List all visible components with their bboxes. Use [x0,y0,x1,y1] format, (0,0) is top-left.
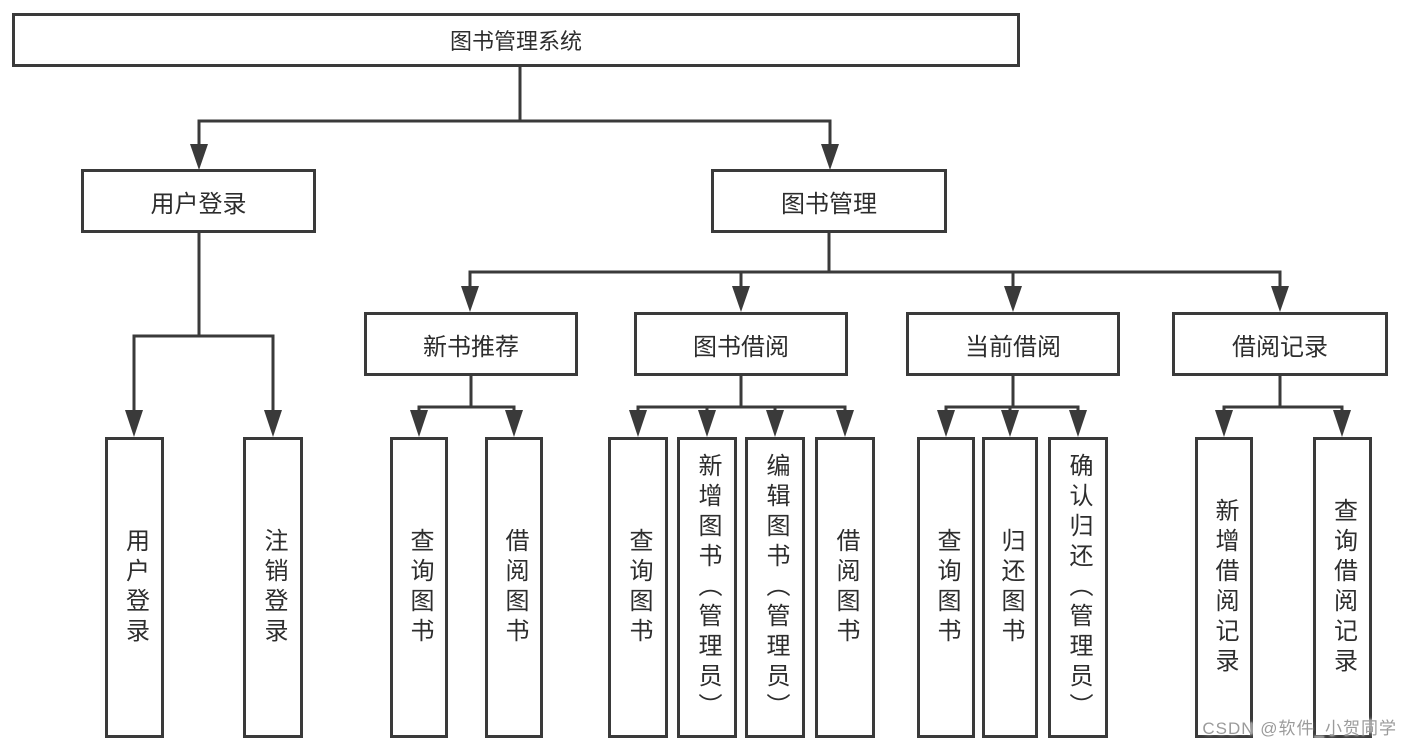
connector-current-to-leaves [937,376,1087,437]
connector-root-to-level2 [190,67,839,170]
leaf-borrow-books: 借阅图书 [815,437,875,738]
node-borrow-records: 借阅记录 [1172,312,1388,376]
leaf-user-login: 用户登录 [105,437,164,738]
leaf-add-borrow-record-label: 新增借阅记录 [1211,497,1238,678]
connector-borrow-to-leaves [629,376,854,437]
node-library-system-label: 图书管理系统 [449,29,582,54]
node-user-login: 用户登录 [81,169,316,233]
node-new-book-recommend-label: 新书推荐 [423,333,519,361]
leaf-logout: 注销登录 [243,437,303,738]
leaf-return-books-label: 归还图书 [997,527,1024,648]
connector-recommend-to-leaves [410,376,523,437]
leaf-query-books-borrow: 查询图书 [608,437,668,738]
leaf-query-books-borrow-label: 查询图书 [625,527,652,648]
leaf-edit-books-admin-label: 编辑图书（管理员） [762,452,789,723]
connector-records-to-leaves [1215,376,1351,437]
leaf-query-books-recommend-label: 查询图书 [406,527,433,648]
node-current-borrow: 当前借阅 [906,312,1120,376]
leaf-return-books: 归还图书 [982,437,1038,738]
node-new-book-recommend: 新书推荐 [364,312,578,376]
leaf-edit-books-admin: 编辑图书（管理员） [745,437,805,738]
connector-login-to-leaves [125,233,282,437]
leaf-borrow-books-recommend: 借阅图书 [485,437,543,738]
node-book-borrow: 图书借阅 [634,312,848,376]
node-borrow-records-label: 借阅记录 [1232,333,1328,361]
leaf-query-books-current-label: 查询图书 [933,527,960,648]
node-book-management-label: 图书管理 [781,190,877,218]
node-user-login-label: 用户登录 [150,190,247,218]
leaf-add-books-admin-label: 新增图书（管理员） [694,452,721,723]
leaf-user-login-label: 用户登录 [121,527,149,648]
connector-management-to-level3 [461,233,1289,312]
node-book-borrow-label: 图书借阅 [693,333,789,361]
leaf-query-books-current: 查询图书 [917,437,975,738]
leaf-query-books-recommend: 查询图书 [390,437,448,738]
leaf-add-borrow-record: 新增借阅记录 [1195,437,1253,738]
leaf-confirm-return-admin: 确认归还（管理员） [1048,437,1108,738]
node-library-system: 图书管理系统 [12,13,1020,67]
leaf-confirm-return-admin-label: 确认归还（管理员） [1065,452,1092,723]
leaf-query-borrow-record-label: 查询借阅记录 [1329,497,1357,678]
leaf-borrow-books-label: 借阅图书 [832,527,859,648]
leaf-add-books-admin: 新增图书（管理员） [677,437,737,738]
leaf-logout-label: 注销登录 [260,527,287,648]
leaf-borrow-books-recommend-label: 借阅图书 [501,527,528,648]
leaf-query-borrow-record: 查询借阅记录 [1313,437,1372,738]
node-book-management: 图书管理 [711,169,947,233]
watermark: CSDN @软件_小贺同学 [1202,719,1397,738]
node-current-borrow-label: 当前借阅 [965,333,1061,361]
